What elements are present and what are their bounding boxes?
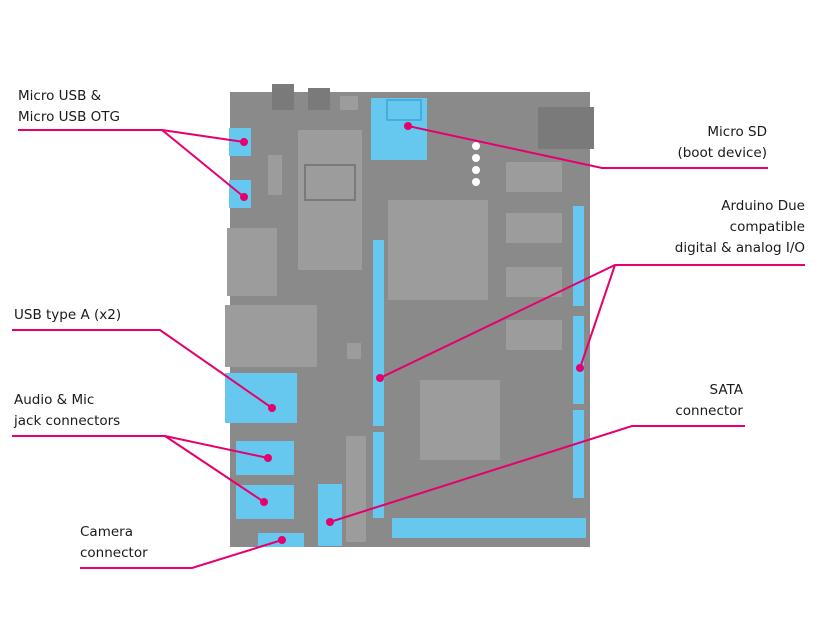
- dot-usb-a: [268, 404, 276, 412]
- label-micro-sd-line1: Micro SD: [707, 124, 767, 140]
- usb-type-a-port: [225, 373, 297, 423]
- label-sata-line2: connector: [675, 403, 743, 419]
- label-sata-line1: SATA: [709, 382, 743, 398]
- dot-micro-usb-otg: [240, 193, 248, 201]
- leader-camera: [80, 539, 283, 569]
- memory-chip-1: [506, 162, 562, 192]
- top-connector-1: [272, 84, 294, 110]
- leader-arduino-2: [579, 264, 616, 369]
- micro-sd-slot-detail: [386, 99, 422, 121]
- label-arduino-line1: Arduino Due: [721, 198, 805, 214]
- leader-micro-sd: [407, 125, 768, 169]
- small-chip: [347, 343, 361, 359]
- memory-chip-2: [506, 213, 562, 243]
- leader-lines: [12, 125, 805, 569]
- top-connector-2: [308, 88, 330, 110]
- hdmi-port: [227, 228, 277, 296]
- led-3: [472, 166, 480, 174]
- dot-mic: [260, 498, 268, 506]
- arduino-header-left-1: [373, 240, 384, 340]
- leader-audio: [12, 435, 269, 459]
- dot-arduino-left: [376, 374, 384, 382]
- ethernet-port: [225, 305, 317, 367]
- arduino-header-right-3: [573, 410, 584, 498]
- label-arduino-line3: digital & analog I/O: [674, 240, 805, 256]
- label-arduino-line2: compatible: [729, 219, 805, 235]
- dot-micro-usb: [240, 138, 248, 146]
- dot-camera: [278, 536, 286, 544]
- leader-micro-usb: [18, 129, 245, 198]
- dot-micro-sd: [404, 122, 412, 130]
- arduino-header-left-2: [373, 338, 384, 426]
- label-micro-usb: Micro USB & Micro USB OTG: [18, 86, 120, 128]
- label-micro-usb-line2: Micro USB OTG: [18, 109, 120, 125]
- label-audio: Audio & Mic jack connectors: [14, 390, 120, 432]
- leader-mic: [164, 435, 265, 503]
- led-1: [472, 142, 480, 150]
- label-micro-usb-line1: Micro USB &: [18, 88, 102, 104]
- small-header: [268, 155, 282, 195]
- label-camera: Camera connector: [80, 522, 148, 564]
- leader-micro-usb-otg: [161, 129, 245, 143]
- dot-audio: [264, 454, 272, 462]
- power-jack: [538, 107, 594, 149]
- chip-main: [388, 200, 488, 300]
- memory-chip-3: [506, 267, 562, 297]
- leader-usb-a: [12, 329, 273, 409]
- power-header: [346, 436, 366, 542]
- label-camera-line2: connector: [80, 545, 148, 561]
- arduino-header-left-3: [373, 432, 384, 518]
- sata-connector: [318, 484, 342, 546]
- leader-dots: [240, 122, 584, 544]
- memory-chip-4: [506, 320, 562, 350]
- label-micro-sd: Micro SD (boot device): [677, 122, 767, 164]
- label-audio-line2: jack connectors: [14, 413, 121, 429]
- label-micro-sd-line2: (boot device): [677, 145, 767, 161]
- label-usb-type-a: USB type A (x2): [14, 305, 121, 326]
- leader-sata: [329, 425, 745, 523]
- label-sata: SATA connector: [675, 380, 743, 422]
- wifi-antenna: [304, 164, 356, 201]
- label-camera-line1: Camera: [80, 524, 133, 540]
- arduino-header-right-1: [573, 206, 584, 306]
- label-audio-line1: Audio & Mic: [14, 392, 95, 408]
- dot-arduino-right: [576, 364, 584, 372]
- led-2: [472, 154, 480, 162]
- label-arduino: Arduino Due compatible digital & analog …: [675, 196, 805, 259]
- top-connector-3: [340, 96, 358, 110]
- arduino-header-bottom: [392, 518, 586, 538]
- dot-sata: [326, 518, 334, 526]
- chip-lower: [420, 380, 500, 460]
- label-usb-type-a-text: USB type A (x2): [14, 307, 122, 323]
- arduino-header-right-2: [573, 316, 584, 404]
- led-4: [472, 178, 480, 186]
